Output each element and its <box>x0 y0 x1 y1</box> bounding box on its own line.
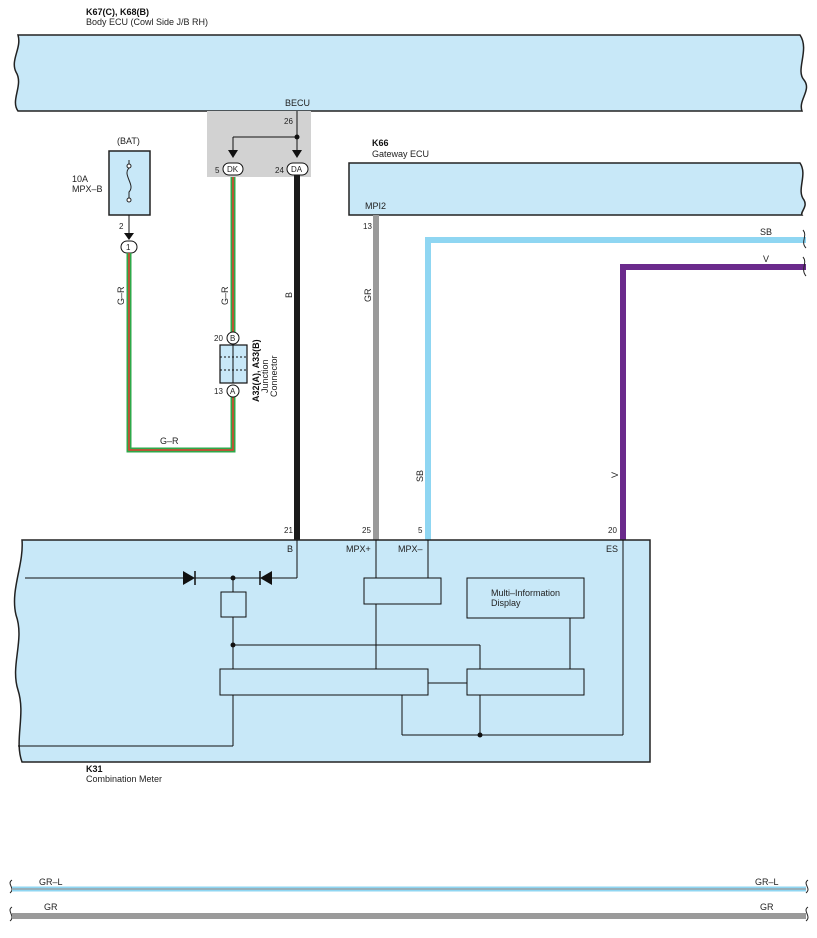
junction-name-2: Connector <box>269 355 279 397</box>
meter-term-mpx-plus: MPX+ <box>346 544 371 554</box>
sb-right-label: SB <box>760 227 772 237</box>
pin-26-label: 26 <box>284 117 293 126</box>
gr-pin-13: 13 <box>363 222 372 231</box>
meter-comm-block <box>363 577 442 605</box>
junction-pin-a: 13 <box>214 387 223 396</box>
junction-pin-b: 20 <box>214 334 223 343</box>
multi-information-display-block <box>466 577 585 619</box>
grl-left-label: GR–L <box>39 877 63 887</box>
bottom-wires: GR–L GR–L GR GR <box>9 877 809 922</box>
meter-pin-b: 21 <box>284 526 293 535</box>
body-ecu-box <box>13 34 808 112</box>
b-wire-label: B <box>284 292 294 298</box>
v-wire-label: V <box>610 472 620 478</box>
diode-right-icon <box>260 571 272 585</box>
fuse-name: MPX–B <box>72 184 103 194</box>
body-ecu-name: Body ECU (Cowl Side J/B RH) <box>86 17 208 27</box>
meter-main-block <box>219 668 429 696</box>
meter-right-block <box>466 668 585 696</box>
fuse-block: (BAT) 10A MPX–B 2 1 <box>72 136 151 254</box>
g-r-wire <box>126 177 236 453</box>
dk-label: DK <box>227 165 239 174</box>
da-label: DA <box>291 165 303 174</box>
meter-pin-es: 20 <box>608 526 617 535</box>
v-wire <box>620 264 806 540</box>
body-ecu-block: K67(C), K68(B) Body ECU (Cowl Side J/B R… <box>13 7 808 112</box>
junction-connector: 20 B 13 A A32(A), A33(B) Junction Connec… <box>214 331 279 402</box>
v-right-label: V <box>763 254 769 264</box>
dk-pin-number: 5 <box>215 166 220 175</box>
combination-meter-box <box>13 539 651 763</box>
g-r-left-label: G–R <box>116 286 126 305</box>
combination-meter-block: 21 25 5 20 B MPX+ MPX– ES <box>13 526 651 784</box>
diode-left-icon <box>183 571 195 585</box>
g-r-mid-label: G–R <box>220 286 230 305</box>
meter-term-es: ES <box>606 544 618 554</box>
fuse-pin-number: 2 <box>119 222 124 231</box>
gr-right-label: GR <box>760 902 774 912</box>
fuse-source: (BAT) <box>117 136 140 146</box>
meter-code: K31 <box>86 764 103 774</box>
meter-pin-mpx-minus: 5 <box>418 526 423 535</box>
sb-wire <box>425 237 806 540</box>
dk-connector <box>222 162 244 176</box>
gateway-terminal: MPI2 <box>365 201 386 211</box>
gr-left-label: GR <box>44 902 58 912</box>
mid-line-2: Display <box>491 598 521 608</box>
gateway-ecu-box <box>348 162 806 216</box>
junction-conn-a: A <box>230 387 236 396</box>
meter-small-block <box>220 591 247 618</box>
meter-term-mpx-minus: MPX– <box>398 544 423 554</box>
gr-wire-label: GR <box>363 288 373 302</box>
gateway-name: Gateway ECU <box>372 149 429 159</box>
gateway-ecu-block: K66 Gateway ECU MPI2 <box>348 138 806 216</box>
sb-wire-label: SB <box>415 470 425 482</box>
junction-name-1: Junction <box>260 359 270 393</box>
grl-right-label: GR–L <box>755 877 779 887</box>
meter-name: Combination Meter <box>86 774 162 784</box>
fuse-connector-label: 1 <box>126 243 131 252</box>
junction-code: A32(A), A33(B) <box>251 339 261 402</box>
meter-pin-mpx-plus: 25 <box>362 526 371 535</box>
mid-line-1: Multi–Information <box>491 588 560 598</box>
g-r-bottom-label: G–R <box>160 436 179 446</box>
body-ecu-code: K67(C), K68(B) <box>86 7 149 17</box>
fuse-rating: 10A <box>72 174 88 184</box>
gateway-code: K66 <box>372 138 389 148</box>
becu-label: BECU <box>285 98 310 108</box>
junction-conn-b: B <box>230 334 235 343</box>
da-pin-number: 24 <box>275 166 284 175</box>
meter-term-b: B <box>287 544 293 554</box>
